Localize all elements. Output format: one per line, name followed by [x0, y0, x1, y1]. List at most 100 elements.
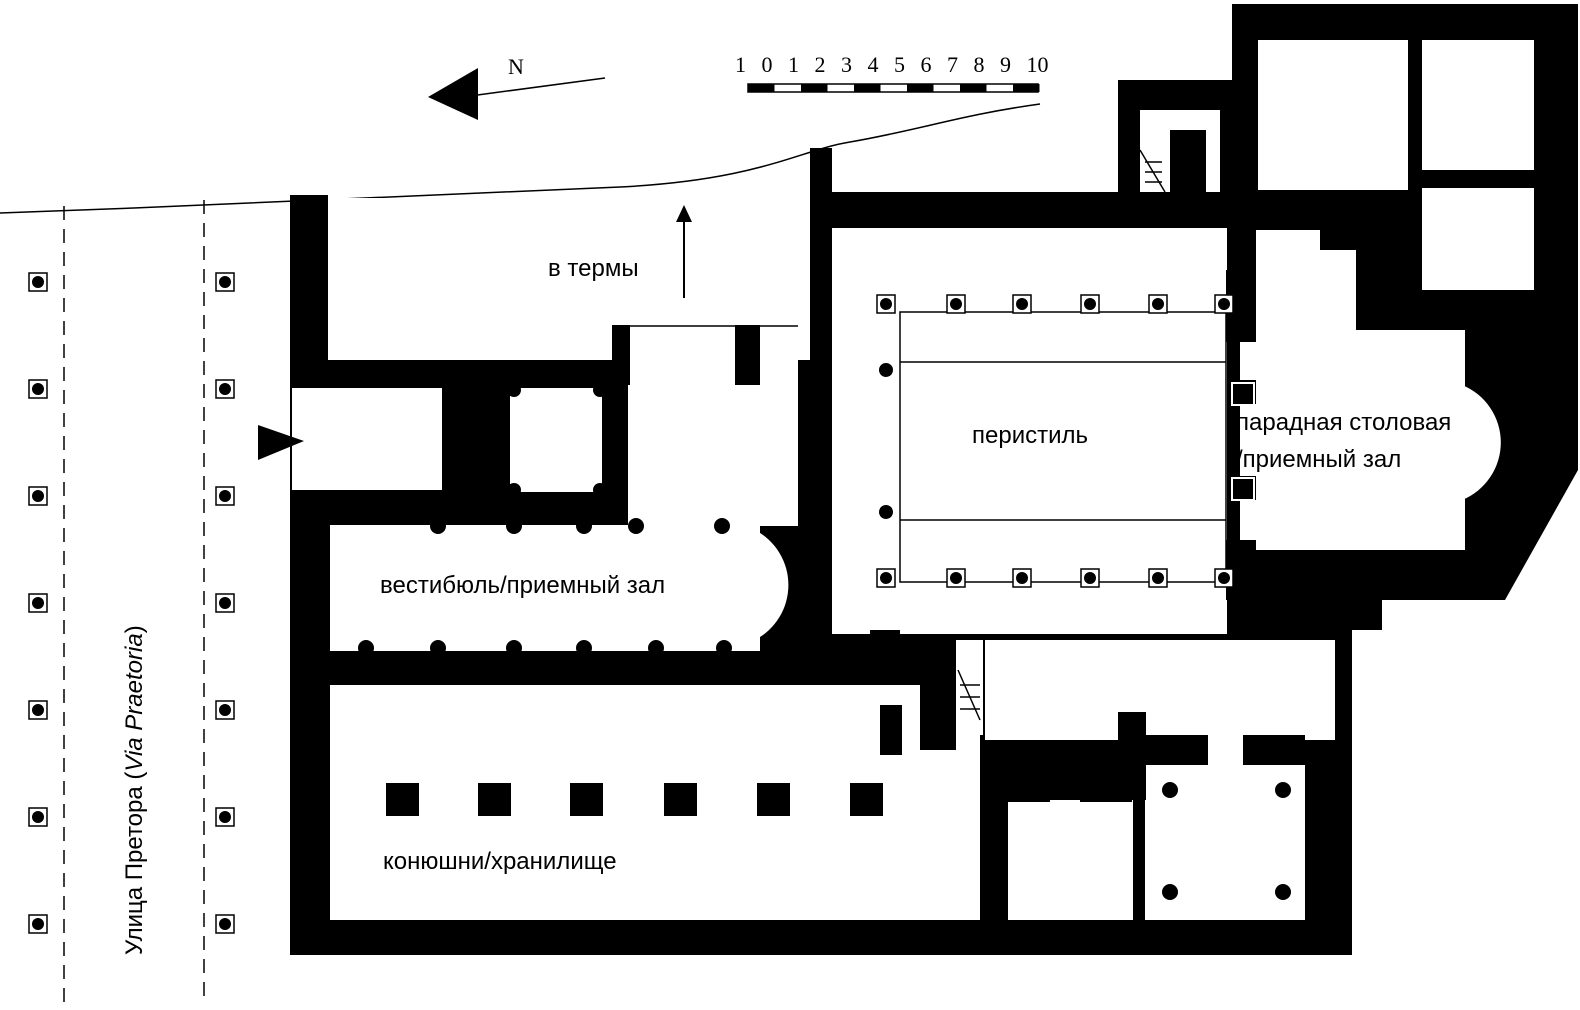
se-court-column [1162, 884, 1178, 900]
scale-tick-label: 10 [1027, 52, 1049, 77]
room-dining [1240, 330, 1465, 550]
peristyle-column-core [880, 572, 892, 584]
label-dining-2: /приемный зал [1236, 446, 1401, 473]
se-court-column [1275, 884, 1291, 900]
vestibule-column [430, 518, 446, 534]
label-peristyle: перистиль [972, 422, 1088, 449]
scale-tick-label: 1 [735, 52, 746, 77]
court-column [593, 383, 607, 397]
baths-arrow-icon [676, 205, 692, 298]
vestibule-column [430, 640, 446, 656]
building [290, 4, 1578, 955]
vestibule-colonnade [358, 383, 1291, 900]
street-column-core [219, 704, 231, 716]
scale-block [748, 84, 775, 92]
vestibule-column [628, 518, 644, 534]
street-column-core [32, 490, 44, 502]
street-column-core [32, 918, 44, 930]
court-column [507, 383, 521, 397]
stable-pier [386, 783, 419, 816]
vestibule-column [576, 640, 592, 656]
room-entrance [292, 388, 442, 490]
scale-block [960, 84, 987, 92]
north-letter: N [508, 54, 524, 79]
street-column-core [219, 918, 231, 930]
scale-tick-label: 0 [762, 52, 773, 77]
label-stables: конюшни/хранилище [383, 848, 617, 875]
stable-pier [850, 783, 883, 816]
north-arrow: N [428, 54, 606, 120]
street-column-core [32, 276, 44, 288]
peristyle-column-core [1218, 572, 1230, 584]
street-column-core [219, 597, 231, 609]
scale-tick-label: 3 [841, 52, 852, 77]
se-court-column [1162, 782, 1178, 798]
room-vestibule [330, 525, 760, 651]
label-vestibule: вестибюль/приемный зал [380, 572, 665, 599]
room-west-hall [628, 330, 798, 526]
stable-pier [757, 783, 790, 816]
scale-block [1013, 84, 1040, 92]
terrain-line [0, 103, 1041, 214]
court-column [593, 483, 607, 497]
scale-tick-label: 7 [947, 52, 958, 77]
stable-piers [386, 783, 883, 816]
peristyle-column-core [880, 298, 892, 310]
room-south-corridor [985, 640, 1335, 740]
dining-pier [1231, 382, 1255, 406]
scale-tick-label: 6 [921, 52, 932, 77]
vestibule-column [576, 518, 592, 534]
peristyle-colonnade [876, 294, 1234, 588]
vestibule-column [714, 518, 730, 534]
peristyle-column-core [1218, 298, 1230, 310]
street-column-core [32, 811, 44, 823]
street-column-core [32, 597, 44, 609]
scale-tick-label: 1 [788, 52, 799, 77]
room-ne-2 [1422, 40, 1534, 290]
court-column [507, 483, 521, 497]
room-south-stair [955, 640, 983, 735]
dining-piers [1231, 382, 1255, 501]
street-column-core [32, 704, 44, 716]
vestibule-column [648, 640, 664, 656]
peristyle-column-core [950, 572, 962, 584]
peristyle-corner-column [879, 505, 893, 519]
stable-pier [664, 783, 697, 816]
street-column-core [219, 811, 231, 823]
street-column-core [219, 276, 231, 288]
label-dining-1: парадная столовая [1236, 409, 1451, 436]
peristyle-corner-column [879, 363, 893, 377]
scale-tick-label: 4 [868, 52, 879, 77]
peristyle-column-core [1016, 298, 1028, 310]
vestibule-column [506, 518, 522, 534]
peristyle-column-core [1016, 572, 1028, 584]
scale-block [854, 84, 881, 92]
entrance-arrow-icon [258, 425, 304, 460]
stable-pier [478, 783, 511, 816]
street-column-core [219, 383, 231, 395]
scale-tick-label: 2 [815, 52, 826, 77]
vestibule-column [506, 640, 522, 656]
room-se-small [1008, 800, 1133, 920]
scale-tick-label: 9 [1000, 52, 1011, 77]
scale-block [907, 84, 934, 92]
peristyle-column-core [1084, 298, 1096, 310]
peristyle-column-core [1084, 572, 1096, 584]
room-ne-1 [1258, 40, 1408, 190]
street-column-core [32, 383, 44, 395]
vestibule-column [716, 640, 732, 656]
label-to-baths: в термы [548, 255, 639, 282]
room-small-court [510, 388, 610, 492]
scale-tick-label: 5 [894, 52, 905, 77]
peristyle-column-core [1152, 572, 1164, 584]
peristyle-column-core [1152, 298, 1164, 310]
street: Улица Претора (Via Praetoria) [28, 200, 235, 1005]
vestibule-column [358, 640, 374, 656]
se-court-column [1275, 782, 1291, 798]
street-label: Улица Претора (Via Praetoria) [121, 625, 148, 955]
stable-pier [570, 783, 603, 816]
peristyle-column-core [950, 298, 962, 310]
dining-pier [1231, 477, 1255, 501]
street-column-core [219, 490, 231, 502]
